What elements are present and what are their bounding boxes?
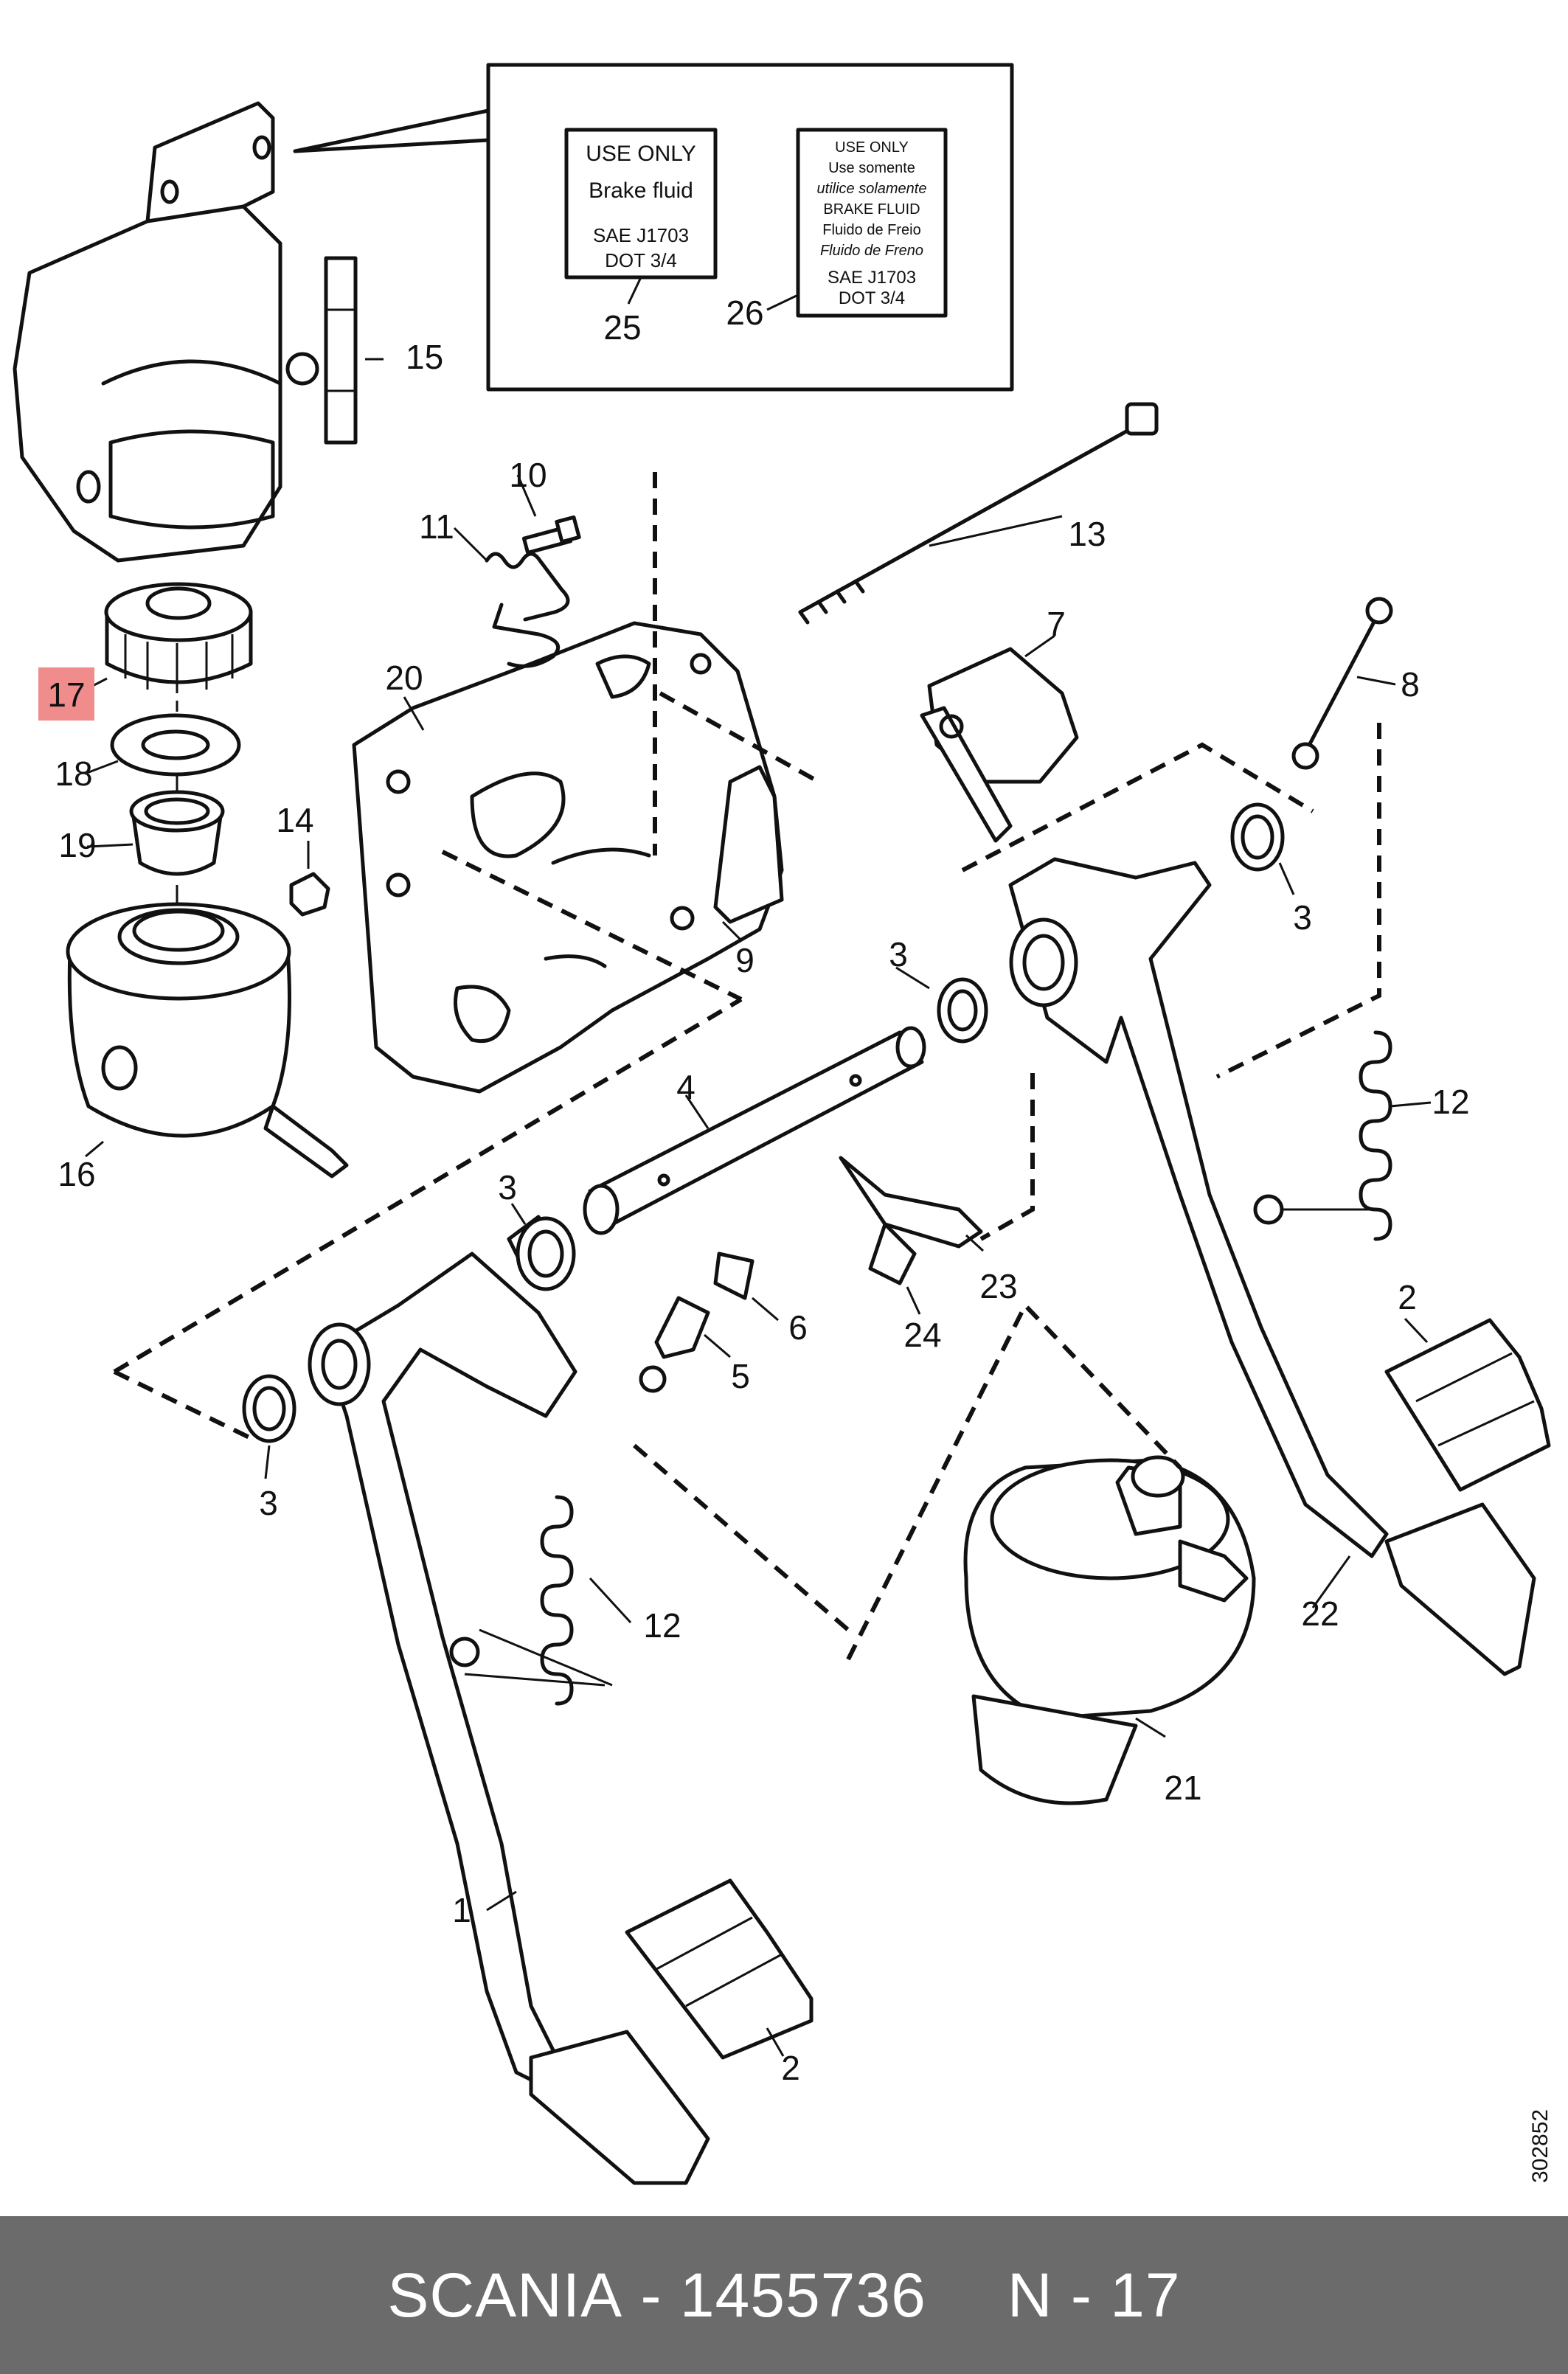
callout-3-left: 3 <box>498 1168 517 1207</box>
leader-lines <box>85 358 1432 2057</box>
clutch-pedal-1 <box>308 1252 710 2185</box>
callout-14: 14 <box>276 801 313 839</box>
callout-9: 9 <box>735 941 754 979</box>
footer-bar: SCANIA - 1455736 N - 17 <box>0 2216 1568 2374</box>
callout-3-bottom: 3 <box>259 1484 278 1522</box>
pedal-mounting-plate <box>352 621 784 1094</box>
label26-line4: BRAKE FLUID <box>823 201 920 218</box>
label25-line3: SAE J1703 <box>593 224 689 246</box>
footer-page-ref: N - 17 <box>1007 2260 1181 2330</box>
return-springs-12 <box>540 1030 1392 1706</box>
callout-17: 17 <box>47 676 85 714</box>
callout-1: 1 <box>452 1891 471 1929</box>
assembly-outlines <box>113 472 1381 1661</box>
reservoir-bracket <box>13 101 358 563</box>
pin-10 <box>521 515 581 555</box>
callout-20: 20 <box>385 659 423 697</box>
link-rod-8 <box>1291 597 1393 770</box>
callout-18: 18 <box>55 754 92 793</box>
callout-12-right: 12 <box>1432 1083 1469 1121</box>
callout-19: 19 <box>58 826 96 864</box>
through-bolt-13 <box>798 402 1159 625</box>
callout-23: 23 <box>979 1267 1017 1305</box>
callout-16: 16 <box>58 1155 95 1193</box>
cross-shaft-4 <box>583 1026 926 1235</box>
callout-10: 10 <box>509 456 547 494</box>
fluid-reservoir-assembly <box>66 582 349 1179</box>
callout-5: 5 <box>731 1357 750 1395</box>
small-parts <box>289 872 983 1393</box>
callout-24: 24 <box>903 1316 941 1354</box>
footer-brand: SCANIA <box>387 2260 623 2330</box>
callout-13: 13 <box>1068 515 1106 553</box>
callout-numbers: 17 15 18 19 16 20 10 11 13 7 8 14 9 3 3 … <box>38 294 1470 2087</box>
label26-line1: USE ONLY <box>835 139 909 156</box>
label25-line4: DOT 3/4 <box>605 249 677 271</box>
brake-fluid-label-26 <box>796 128 948 318</box>
callout-4: 4 <box>676 1068 695 1106</box>
label26-line2: Use somente <box>828 160 915 176</box>
callout-7: 7 <box>1047 605 1066 643</box>
footer-part-number: 1455736 <box>679 2260 926 2330</box>
callout-15: 15 <box>406 338 443 376</box>
callout-21: 21 <box>1164 1769 1201 1807</box>
callout-12-left: 12 <box>643 1606 681 1645</box>
bushings-3 <box>242 802 1285 1443</box>
pedal-pads-2 <box>625 1318 1551 2060</box>
callout-3-center: 3 <box>889 935 908 973</box>
bracket-9 <box>670 765 784 931</box>
label26-line3: utilice solamente <box>817 181 927 197</box>
linkage-bracket-7 <box>920 647 1079 843</box>
callout-25: 25 <box>603 308 641 347</box>
label25-line1: USE ONLY <box>586 142 696 166</box>
callout-3-right: 3 <box>1293 898 1312 937</box>
drawing-number: 302852 <box>1528 2109 1553 2183</box>
highlighted-callout-box <box>38 667 94 721</box>
callout-2-bottom: 2 <box>781 2049 800 2087</box>
callout-6: 6 <box>788 1308 808 1347</box>
callout-22: 22 <box>1301 1594 1339 1633</box>
footer-separator: - <box>622 2260 680 2330</box>
label26-line6: Fluido de Freno <box>820 243 923 259</box>
callout-11: 11 <box>419 507 454 546</box>
callout-2-right: 2 <box>1398 1278 1417 1316</box>
label26-line8: DOT 3/4 <box>839 288 905 308</box>
callout-26: 26 <box>726 294 763 332</box>
callout-8: 8 <box>1401 665 1420 704</box>
label-inset-box: USE ONLY Brake fluid SAE J1703 DOT 3/4 U… <box>293 63 1014 392</box>
parts-diagram: USE ONLY Brake fluid SAE J1703 DOT 3/4 U… <box>13 63 1553 2185</box>
label26-line7: SAE J1703 <box>828 268 916 288</box>
brake-pedal-22 <box>1008 857 1536 1676</box>
master-cylinder-21 <box>963 1455 1256 1805</box>
label25-line2: Brake fluid <box>589 178 693 203</box>
return-spring-11 <box>485 552 570 668</box>
label26-line5: Fluido de Freio <box>822 222 920 238</box>
